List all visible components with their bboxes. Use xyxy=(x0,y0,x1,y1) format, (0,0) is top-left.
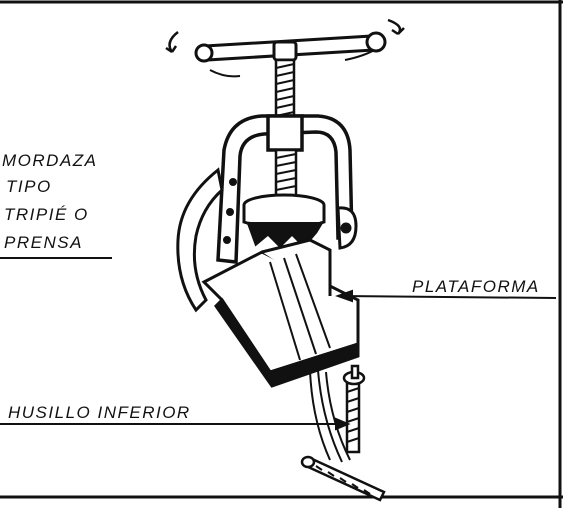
mordaza-label-line-3: TRIPIÉ O xyxy=(4,205,89,224)
lower-spindle xyxy=(300,364,386,502)
plataforma-leader xyxy=(335,289,557,303)
inner-screw xyxy=(274,148,298,200)
rotation-arrows xyxy=(165,18,405,78)
mordaza-label-line-4: PRENSA xyxy=(4,233,83,252)
yoke-latch xyxy=(336,206,358,250)
upper-jaw xyxy=(242,193,326,249)
husillo-inferior-label: HUSILLO INFERIOR xyxy=(8,403,191,422)
plataforma-label: PLATAFORMA xyxy=(412,277,540,296)
yoke-hinge xyxy=(176,167,237,313)
upper-screw xyxy=(274,58,296,122)
mordaza-label-line-2: TIPO xyxy=(6,177,52,196)
mordaza-label-line-1: MORDAZA xyxy=(2,151,98,170)
platform-base xyxy=(201,238,360,388)
husillo-leader xyxy=(0,417,351,431)
